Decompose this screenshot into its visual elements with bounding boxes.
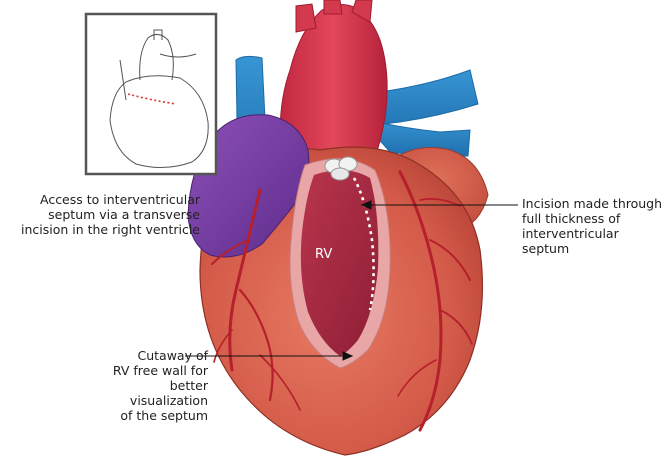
septal-incision-line [352,177,375,311]
inset-thumbnail [84,12,218,176]
coronary-vessels [211,170,473,432]
leader-lines [185,200,518,361]
label-line: Access to interventricular [39,192,200,207]
cutaway-label: Cutaway of RV free wall for better visua… [88,348,208,423]
label-line: Cutaway of [137,348,208,363]
label-line: incision in the right ventricle [20,222,200,237]
label-line: better visualization [129,378,208,408]
label-line: Incision made through [522,196,663,211]
label-line: full thickness of [522,211,621,226]
label-line: interventricular septum [522,226,619,256]
incision-label: Incision made through full thickness of … [522,196,668,256]
valve-cusps [324,156,358,181]
label-line: of the septum [120,408,208,423]
right-atrium [187,114,310,258]
rv-chamber-label: RV [315,247,333,262]
aorta [279,0,388,166]
access-septum-label: Access to interventricular septum via a … [4,192,200,237]
label-line: RV free wall for [112,363,208,378]
rv-cavity [300,170,379,356]
label-line: septum via a transverse [48,207,200,222]
